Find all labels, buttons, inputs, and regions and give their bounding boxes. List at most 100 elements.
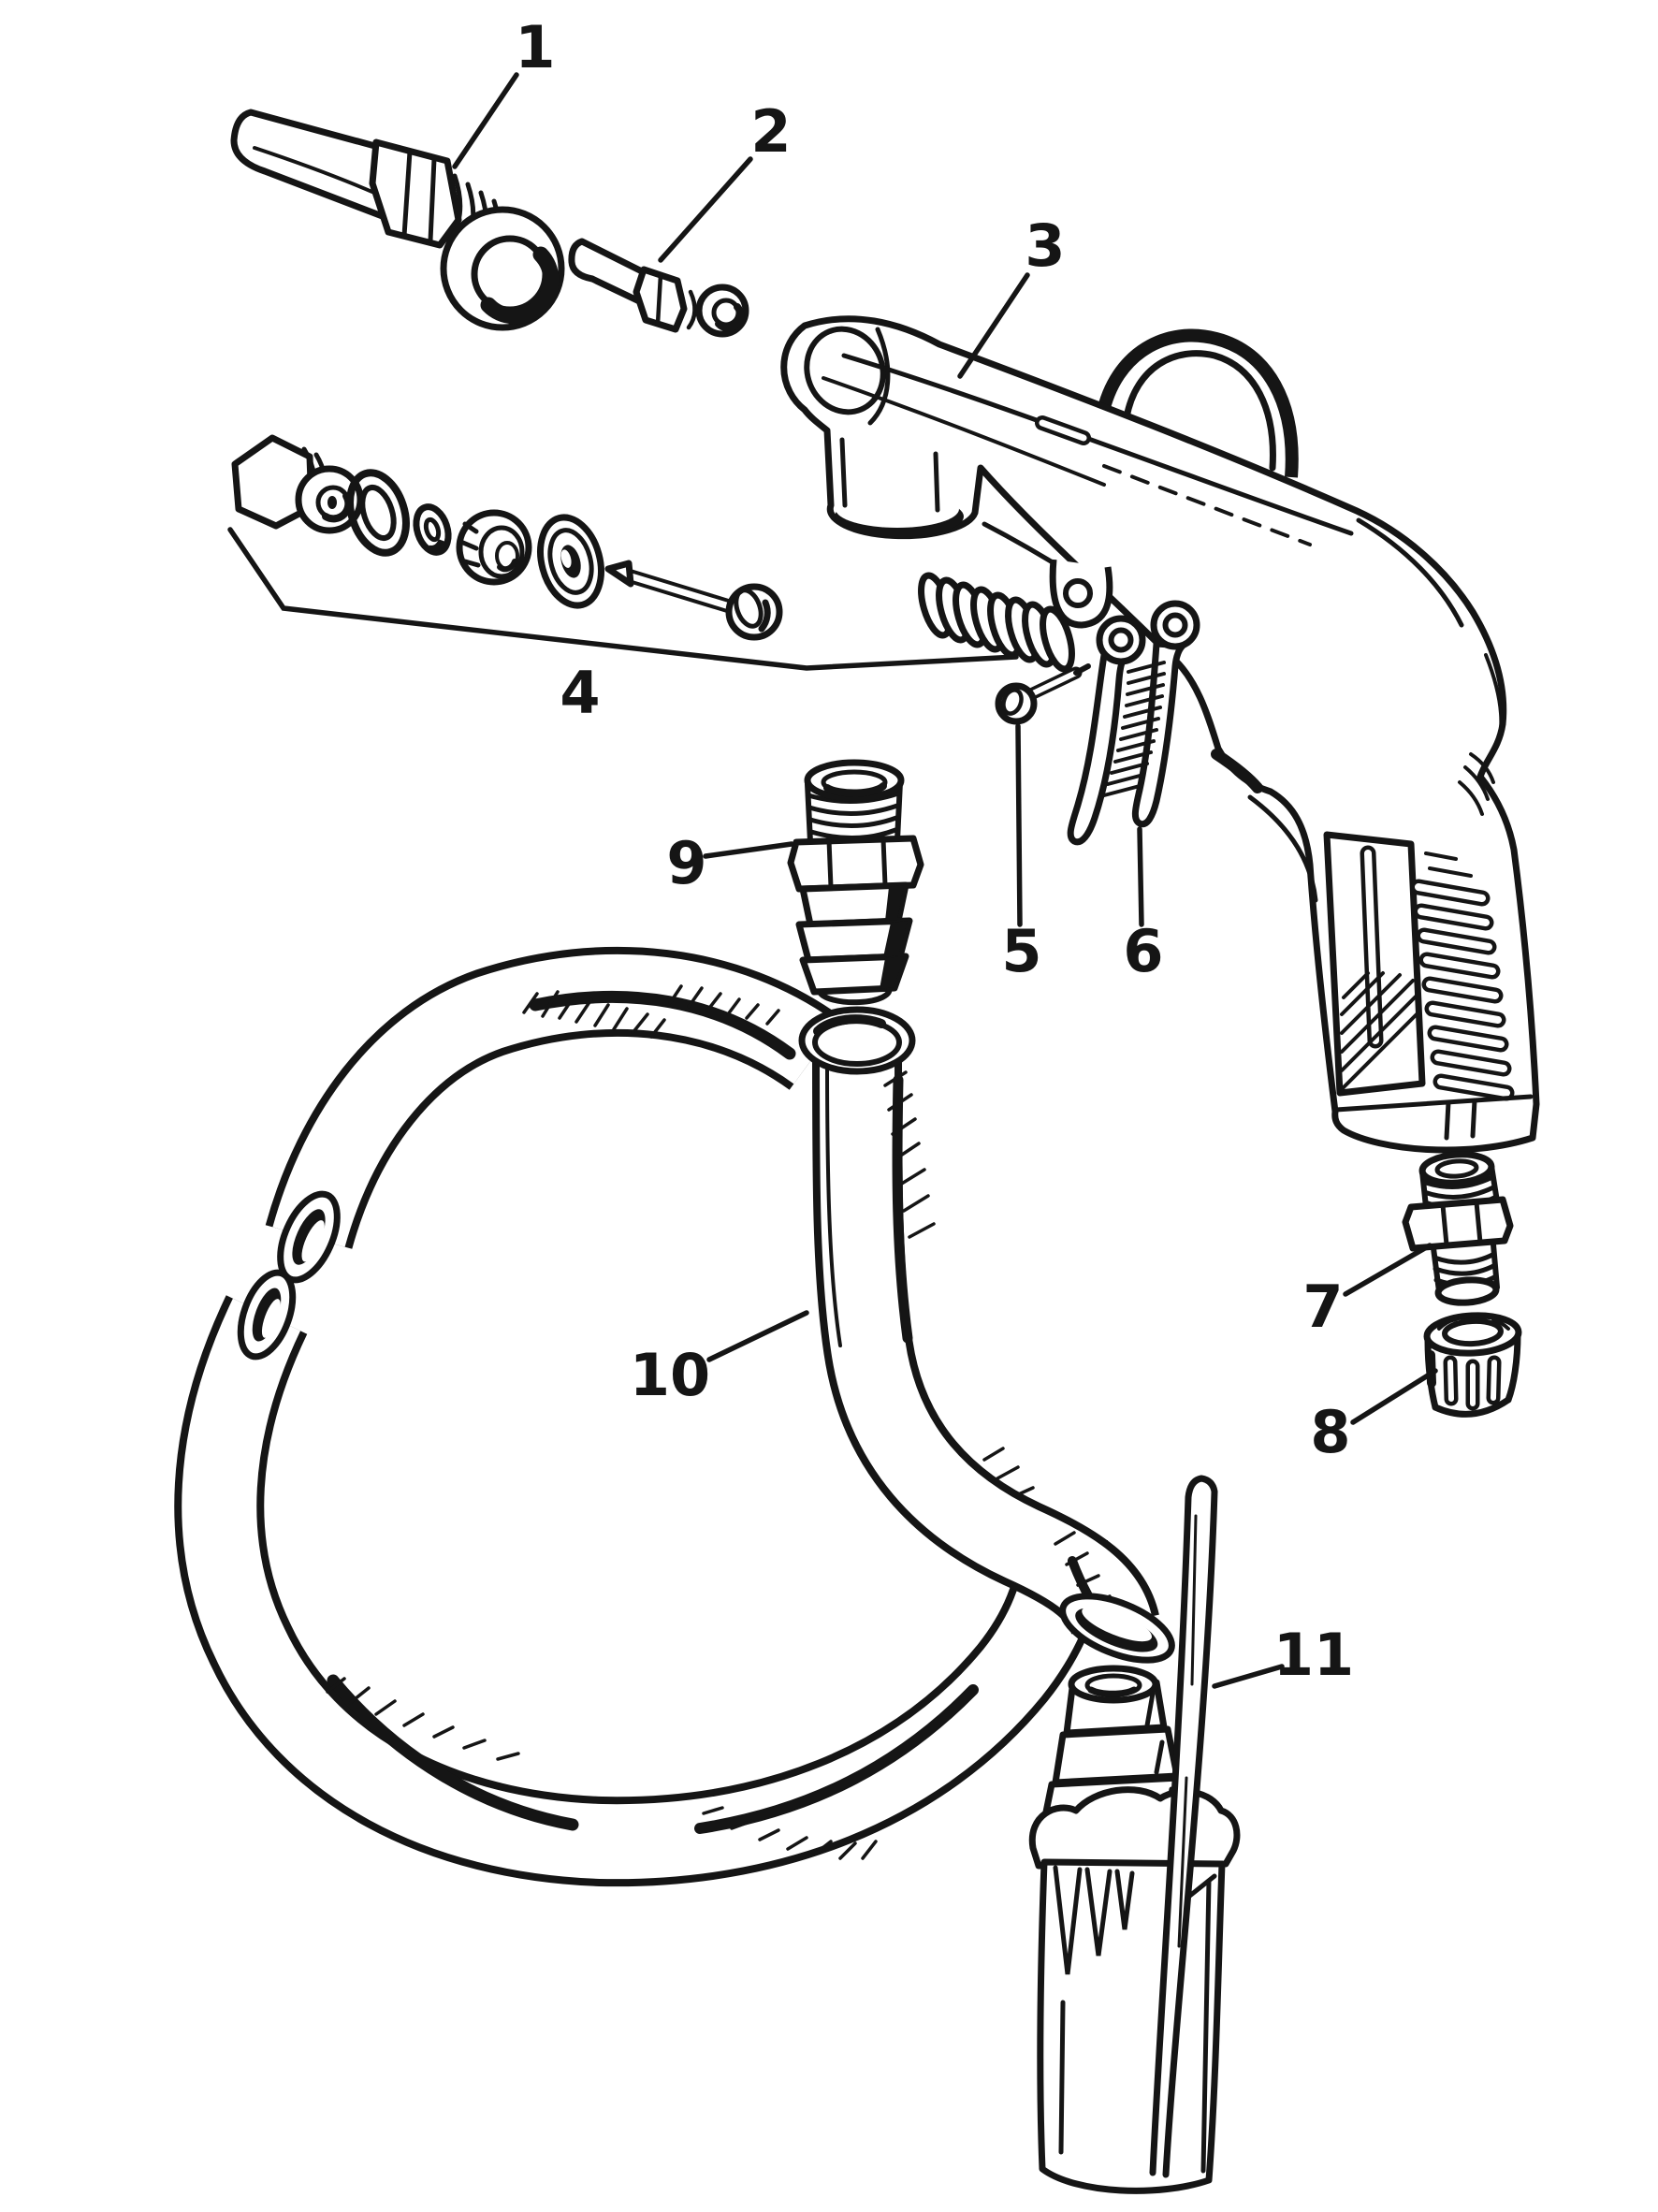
nipple-top bbox=[1418, 1151, 1495, 1186]
nozzle1-hex bbox=[369, 138, 462, 249]
nipple-hex bbox=[1402, 1196, 1514, 1252]
kit-grommet bbox=[537, 514, 604, 609]
pin-shaft-fill bbox=[1028, 670, 1079, 697]
valve-spring bbox=[918, 572, 1075, 673]
hose-braid-hatch-top2 bbox=[668, 984, 780, 1026]
rear-hump-line bbox=[1356, 517, 1464, 628]
barb9-bottom bbox=[817, 985, 893, 1006]
trigger-pivot-tab bbox=[1049, 559, 1113, 629]
collar-slots bbox=[1426, 1350, 1502, 1411]
probe-body-grooves bbox=[1053, 1865, 1217, 2174]
kit-small-washer bbox=[413, 503, 452, 556]
barrel-mid-line bbox=[822, 376, 1106, 487]
nozzle2-threads bbox=[675, 285, 697, 330]
part-label-5: 5 bbox=[1001, 917, 1041, 985]
part-label-9: 9 bbox=[666, 829, 706, 897]
leader-9 bbox=[703, 841, 794, 859]
barb9-barb3 bbox=[799, 953, 909, 996]
kit-valve-disc bbox=[456, 509, 532, 586]
hose-end-tube-fill bbox=[820, 1040, 1153, 1636]
muzzle-cup-inner bbox=[804, 326, 886, 415]
outlet-cylinder-lines bbox=[839, 437, 940, 513]
hose-arc-fill bbox=[272, 953, 838, 1248]
hose-cut-end-upper bbox=[277, 1190, 341, 1284]
inlet-boss-lines bbox=[1444, 1098, 1477, 1141]
nozzle1-bore-shadow bbox=[480, 246, 560, 325]
part-7-inlet-nipple bbox=[1402, 1151, 1514, 1306]
pickup-tube-line bbox=[1177, 1514, 1198, 1948]
nozzle1-cone bbox=[230, 109, 408, 228]
nipple-top-inner bbox=[1434, 1158, 1479, 1179]
part-label-3: 3 bbox=[1025, 211, 1065, 280]
part-label-2: 2 bbox=[750, 97, 791, 166]
barb9-hex-facets bbox=[826, 837, 888, 890]
part-label-4: 4 bbox=[560, 659, 600, 727]
barb9-threads bbox=[806, 791, 901, 840]
part-label-11: 11 bbox=[1273, 1621, 1354, 1689]
probe-barb-shadow bbox=[1087, 1686, 1138, 1697]
recess-shadow bbox=[1211, 749, 1263, 793]
part-6-trigger bbox=[1067, 600, 1200, 846]
leader-1 bbox=[452, 72, 519, 169]
hose-braid-hatch-br bbox=[702, 1806, 878, 1860]
muzzle-cup-seam bbox=[867, 327, 891, 426]
trigger-hatch bbox=[1102, 661, 1166, 797]
thumb-lines bbox=[1458, 752, 1495, 816]
hose-braid-hatch-top1 bbox=[522, 990, 666, 1039]
grip-front-line bbox=[1247, 794, 1318, 903]
leader-3 bbox=[957, 272, 1030, 379]
kit-hex-plug bbox=[231, 434, 364, 534]
hose-tube-highlight bbox=[825, 1055, 842, 1347]
part-label-1: 1 bbox=[515, 13, 555, 81]
part-9-hose-connector bbox=[787, 759, 924, 1006]
leader-11 bbox=[1212, 1664, 1285, 1689]
hanging-ring-inner bbox=[1123, 350, 1276, 472]
barrel-dash-line bbox=[1102, 464, 1312, 546]
leader-7 bbox=[1343, 1243, 1433, 1297]
hose-end-hatch bbox=[1054, 1531, 1112, 1608]
grip-slot-fill bbox=[1364, 850, 1379, 1044]
part-8-collar-nut bbox=[1423, 1312, 1522, 1418]
part-label-7: 7 bbox=[1302, 1273, 1343, 1341]
rear-edge-line bbox=[1484, 653, 1504, 732]
hose-braid-band-bl bbox=[327, 1674, 579, 1831]
hose-tube-band bbox=[892, 1074, 913, 1344]
hose-tube-hatch bbox=[883, 1070, 936, 1239]
probe-body bbox=[1037, 1858, 1226, 2194]
nozzle2-bore-shadow bbox=[715, 303, 745, 332]
leader-6 bbox=[1137, 826, 1144, 927]
kit-screw bbox=[604, 560, 783, 641]
pickup-tube-outline bbox=[1149, 1475, 1218, 2178]
hose-braid-hatch-bl bbox=[326, 1677, 520, 1761]
part-label-6: 6 bbox=[1123, 917, 1163, 985]
leader-5 bbox=[1015, 723, 1023, 927]
nipple-bottom bbox=[1434, 1276, 1500, 1306]
collar-knurl bbox=[1437, 1314, 1510, 1331]
pivot-hole bbox=[1063, 578, 1093, 608]
barb9-shadows bbox=[880, 885, 908, 989]
grip-ribs bbox=[1410, 851, 1515, 1101]
grip-base-line bbox=[1333, 1094, 1534, 1113]
leader-10 bbox=[706, 1310, 809, 1362]
leader-8 bbox=[1350, 1368, 1438, 1425]
trigger-rear-hole bbox=[1162, 612, 1188, 638]
callouts: 1 2 3 4 5 6 7 8 9 10 11 bbox=[227, 13, 1438, 1689]
trigger-rear-head bbox=[1150, 600, 1200, 650]
collar-bottom bbox=[1432, 1396, 1512, 1418]
pin-tip bbox=[1073, 663, 1091, 676]
part-2-nozzle-insert bbox=[568, 238, 749, 338]
hose-tube-mouth-shadow bbox=[813, 1014, 886, 1036]
barb9-hex bbox=[787, 835, 924, 893]
part-11-suction-probe bbox=[1028, 1475, 1241, 2194]
part-label-8: 8 bbox=[1310, 1398, 1350, 1466]
part-3-gun-body bbox=[780, 315, 1540, 1154]
nipple-hex-facets bbox=[1440, 1200, 1483, 1247]
leader-2 bbox=[658, 156, 753, 263]
part-5-screw-pin bbox=[995, 663, 1091, 725]
part-1-nozzle-cap bbox=[230, 109, 565, 331]
grip-panel-hatch bbox=[1340, 971, 1418, 1091]
hose-end-mouth bbox=[1059, 1593, 1175, 1664]
trigger-front-blade bbox=[1067, 651, 1128, 846]
